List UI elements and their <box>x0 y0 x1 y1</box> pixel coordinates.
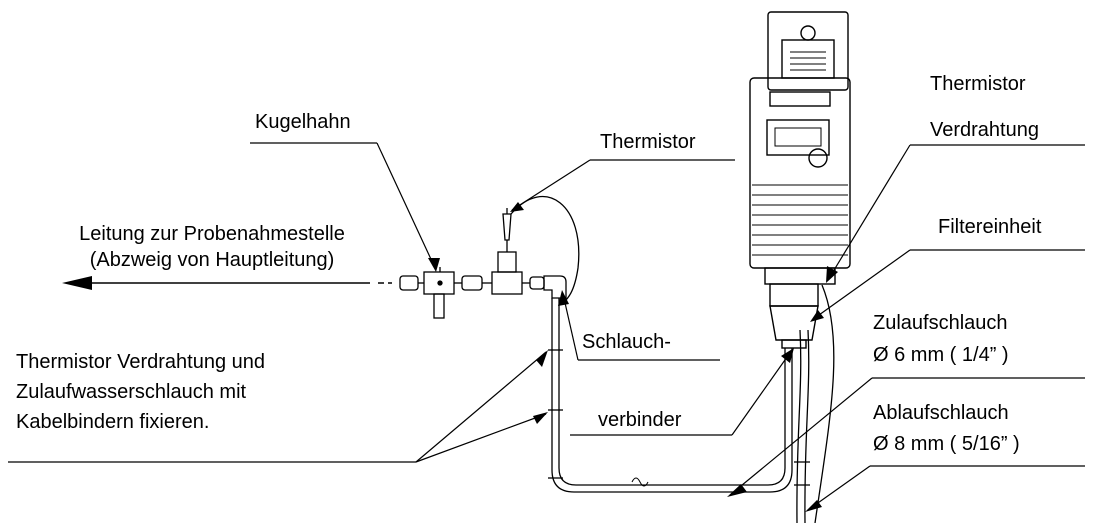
leader-lines <box>8 142 1085 512</box>
supply-line-arrow <box>62 276 392 290</box>
label-verdrahtung: Verdrahtung <box>930 119 1039 141</box>
label-zulauf-size: Ø 6 mm ( 1/4” ) <box>873 344 1009 366</box>
inlet-hose <box>548 298 793 493</box>
label-kugelhahn: Kugelhahn <box>255 111 351 133</box>
label-filtereinheit: Filtereinheit <box>938 216 1042 238</box>
label-leitung-line2: (Abzweig von Hauptleitung) <box>89 249 335 271</box>
label-fix-line1: Thermistor Verdrahtung und <box>16 351 266 373</box>
label-zulaufschlauch: Zulaufschlauch <box>873 312 1008 334</box>
thermistor-wire <box>510 195 580 305</box>
fittings-assembly <box>399 208 567 319</box>
label-schlauch: Schlauch- <box>582 331 671 353</box>
label-thermistor-right: Thermistor <box>930 73 1026 95</box>
analyzer-unit <box>749 11 851 349</box>
label-fix-line3: Kabelbindern fixieren. <box>16 411 210 433</box>
label-fix-line2: Zulaufwasserschlauch mit <box>16 381 247 403</box>
label-thermistor-top: Thermistor <box>600 131 696 153</box>
label-ablaufschlauch: Ablaufschlauch <box>873 402 1009 424</box>
label-ablauf-size: Ø 8 mm ( 5/16” ) <box>873 433 1020 455</box>
label-leitung-line1: Leitung zur Probenahmestelle <box>79 223 345 245</box>
drain-hose <box>794 284 835 523</box>
label-verbinder: verbinder <box>598 409 682 431</box>
